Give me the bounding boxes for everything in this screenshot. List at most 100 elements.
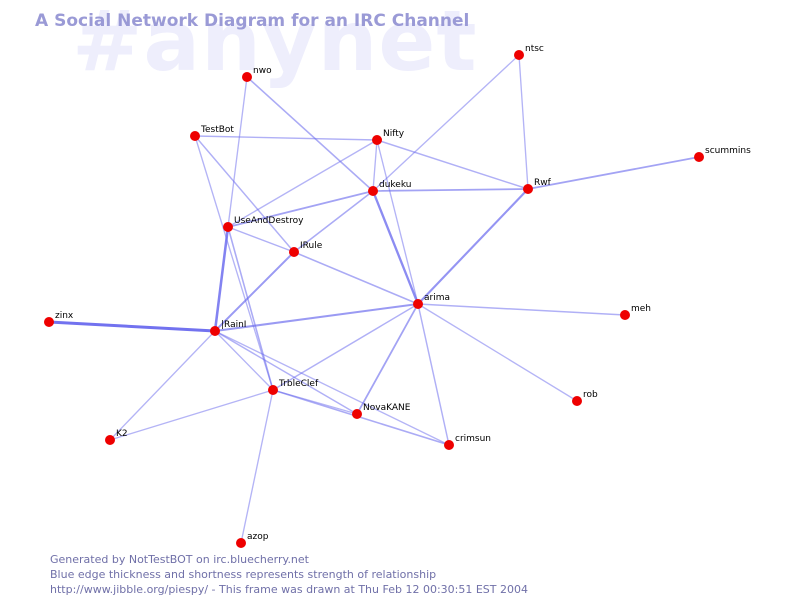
node-arima: arima <box>413 293 450 309</box>
edge-dukeku-arima <box>371 189 420 306</box>
node-dot-rob <box>572 396 582 406</box>
footer-legend-note: Blue edge thickness and shortness repres… <box>50 568 437 581</box>
node-dot-Nifty <box>372 135 382 145</box>
node-label-arima: arima <box>424 293 450 303</box>
node-TrbleClef: TrbleClef <box>268 379 319 395</box>
edge-TrbleClef-NovaKANE <box>272 389 358 415</box>
edge-ntsc-Rwf <box>518 54 529 190</box>
node-dukeku: dukeku <box>368 180 411 196</box>
edge-ntsc-dukeku <box>372 54 520 192</box>
edge-arima-rob <box>417 303 578 402</box>
edge-K2-TrbleClef <box>109 389 274 441</box>
node-dot-ntsc <box>514 50 524 60</box>
edges-layer <box>47 54 700 544</box>
edge-IRainI-TrbleClef <box>214 330 274 391</box>
edge-zinx-IRainI <box>47 320 217 333</box>
edge-UseAndDestroy-dukeku <box>227 190 374 228</box>
node-label-meh: meh <box>631 304 651 314</box>
node-dot-NovaKANE <box>352 409 362 419</box>
node-TestBot: TestBot <box>190 125 234 141</box>
node-ntsc: ntsc <box>514 44 544 60</box>
edge-Nifty-Rwf <box>376 139 529 190</box>
node-dot-crimsun <box>444 440 454 450</box>
node-label-TrbleClef: TrbleClef <box>278 379 319 389</box>
edge-UseAndDestroy-TrbleClef <box>227 226 274 391</box>
edge-nwo-dukeku <box>246 76 374 192</box>
edge-Rwf-arima <box>416 187 530 306</box>
node-rob: rob <box>572 390 598 406</box>
edge-IRainI-NovaKANE <box>214 330 358 415</box>
edge-nwo-UseAndDestroy <box>227 76 248 228</box>
node-label-Nifty: Nifty <box>383 129 405 139</box>
node-dot-Rwf <box>523 184 533 194</box>
node-crimsun: crimsun <box>444 434 491 450</box>
node-Rwf: Rwf <box>523 178 552 194</box>
diagram-title: A Social Network Diagram for an IRC Chan… <box>35 11 470 31</box>
edge-IRainI-arima <box>213 302 420 333</box>
node-label-crimsun: crimsun <box>455 434 491 444</box>
node-dot-TrbleClef <box>268 385 278 395</box>
edge-IRule-IRainI <box>213 250 296 333</box>
edge-Rwf-scummins <box>527 156 700 190</box>
edge-UseAndDestroy-IRule <box>227 226 295 253</box>
edge-IRule-arima <box>293 251 419 305</box>
node-IRainI: |RainI <box>210 320 246 336</box>
node-dot-IRule <box>289 247 299 257</box>
node-label-dukeku: dukeku <box>379 180 411 190</box>
node-dot-K2 <box>105 435 115 445</box>
edge-Nifty-UseAndDestroy <box>227 139 378 228</box>
node-label-scummins: scummins <box>705 146 751 156</box>
footer-generated-by: Generated by NotTestBOT on irc.bluecherr… <box>50 553 309 566</box>
edge-TestBot-TrbleClef <box>194 135 274 391</box>
node-dot-zinx <box>44 317 54 327</box>
node-label-IRule: IRule <box>300 241 323 251</box>
edge-arima-meh <box>417 303 626 316</box>
edge-arima-crimsun <box>417 303 450 446</box>
node-dot-UseAndDestroy <box>223 222 233 232</box>
edge-dukeku-Rwf <box>372 188 529 192</box>
node-scummins: scummins <box>694 146 751 162</box>
node-dot-azop <box>236 538 246 548</box>
node-label-ntsc: ntsc <box>525 44 544 54</box>
node-dot-dukeku <box>368 186 378 196</box>
node-label-UseAndDestroy: UseAndDestroy <box>234 216 304 226</box>
node-label-rob: rob <box>583 390 598 400</box>
node-dot-meh <box>620 310 630 320</box>
node-dot-TestBot <box>190 131 200 141</box>
node-NovaKANE: NovaKANE <box>352 403 411 419</box>
node-label-IRainI: |RainI <box>221 320 246 330</box>
footer-timestamp: http://www.jibble.org/piespy/ - This fra… <box>50 583 529 596</box>
edge-Nifty-arima <box>376 139 419 305</box>
node-meh: meh <box>620 304 651 320</box>
node-label-nwo: nwo <box>253 66 272 76</box>
node-label-azop: azop <box>247 532 269 542</box>
node-dot-IRainI <box>210 326 220 336</box>
edge-Nifty-dukeku <box>372 139 378 192</box>
node-label-K2: K2 <box>116 429 128 439</box>
node-label-zinx: zinx <box>55 311 74 321</box>
edge-TrbleClef-arima <box>272 303 419 391</box>
node-dot-nwo <box>242 72 252 82</box>
node-label-Rwf: Rwf <box>534 178 552 188</box>
node-K2: K2 <box>105 429 128 445</box>
edge-arima-NovaKANE <box>356 303 419 415</box>
node-label-NovaKANE: NovaKANE <box>363 403 411 413</box>
edge-TrbleClef-azop <box>240 389 274 544</box>
node-Nifty: Nifty <box>372 129 405 145</box>
edge-UseAndDestroy-IRainI <box>213 225 230 333</box>
node-dot-arima <box>413 299 423 309</box>
node-UseAndDestroy: UseAndDestroy <box>223 216 304 232</box>
node-nwo: nwo <box>242 66 272 82</box>
node-dot-scummins <box>694 152 704 162</box>
edge-IRainI-K2 <box>109 330 216 441</box>
node-label-TestBot: TestBot <box>200 125 234 135</box>
node-zinx: zinx <box>44 311 74 327</box>
edge-TrbleClef-crimsun <box>272 389 450 446</box>
channel-watermark: #anynet <box>72 0 478 90</box>
edge-IRainI-crimsun <box>214 330 450 446</box>
edge-TestBot-Nifty <box>194 135 378 141</box>
edge-IRule-dukeku <box>293 190 374 253</box>
